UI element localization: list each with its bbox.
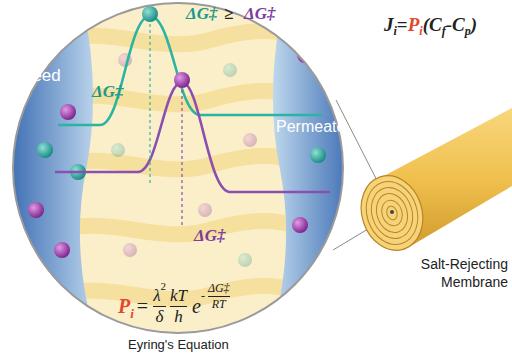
fraction: kTh <box>170 286 187 327</box>
module-label-node: Salt-Rejecting Membrane <box>410 256 508 291</box>
eq-symbol: ΔG‡ <box>208 281 230 296</box>
energy-label: ΔG‡ <box>92 82 123 102</box>
eq-symbol: -C <box>446 14 465 36</box>
eq-symbol: - <box>201 289 205 304</box>
flux-equation: Ji=Pi(Cf-Cp) <box>384 14 477 36</box>
eq-symbol: J <box>384 14 394 36</box>
eq-symbol: e <box>192 295 201 318</box>
eq-symbol: ) <box>471 14 477 36</box>
eq-subscript: f <box>442 24 446 39</box>
eq-subscript: p <box>465 24 471 39</box>
figure-label: Eyring's Equation <box>128 337 229 352</box>
eyring-equation: Pi=λ2δkThe-ΔG‡RT <box>118 286 232 327</box>
numerator: λ2 <box>153 286 166 306</box>
node-text: Salt-Rejecting Membrane <box>410 256 508 291</box>
energy-label: ≥ <box>224 4 233 24</box>
energy-label: ΔG‡ <box>194 226 225 246</box>
fraction-bar <box>170 306 187 307</box>
energy-label: ΔG‡ <box>186 4 217 24</box>
eq-symbol: P <box>408 14 420 36</box>
fraction: λ2δ <box>153 286 166 327</box>
eq-subscript: i <box>394 24 397 39</box>
eq-subscript: i <box>419 24 422 39</box>
eq-superscript: 2 <box>161 280 167 300</box>
eq-symbol: kT <box>170 286 187 306</box>
fraction-bar <box>208 296 230 297</box>
eq-symbol: = <box>137 295 148 318</box>
eq-symbol: (C <box>423 14 442 36</box>
eq-symbol: δ <box>156 307 164 327</box>
eq-symbol: λ <box>153 286 160 306</box>
eq-symbol: P <box>118 295 130 318</box>
exponent: -ΔG‡RT <box>201 281 232 312</box>
fraction: ΔG‡RT <box>208 281 230 312</box>
eq-symbol: = <box>397 14 408 36</box>
region-node: Feed <box>22 66 82 86</box>
region-node: Permeate <box>276 118 346 136</box>
node-text: Feed <box>22 66 82 86</box>
energy-label: ΔG‡ <box>244 4 275 24</box>
eq-subscript: i <box>130 306 134 322</box>
eq-symbol: RT <box>212 297 226 312</box>
fraction-bar <box>153 306 166 307</box>
eq-symbol: h <box>174 307 183 327</box>
node-text: Permeate <box>276 118 346 136</box>
